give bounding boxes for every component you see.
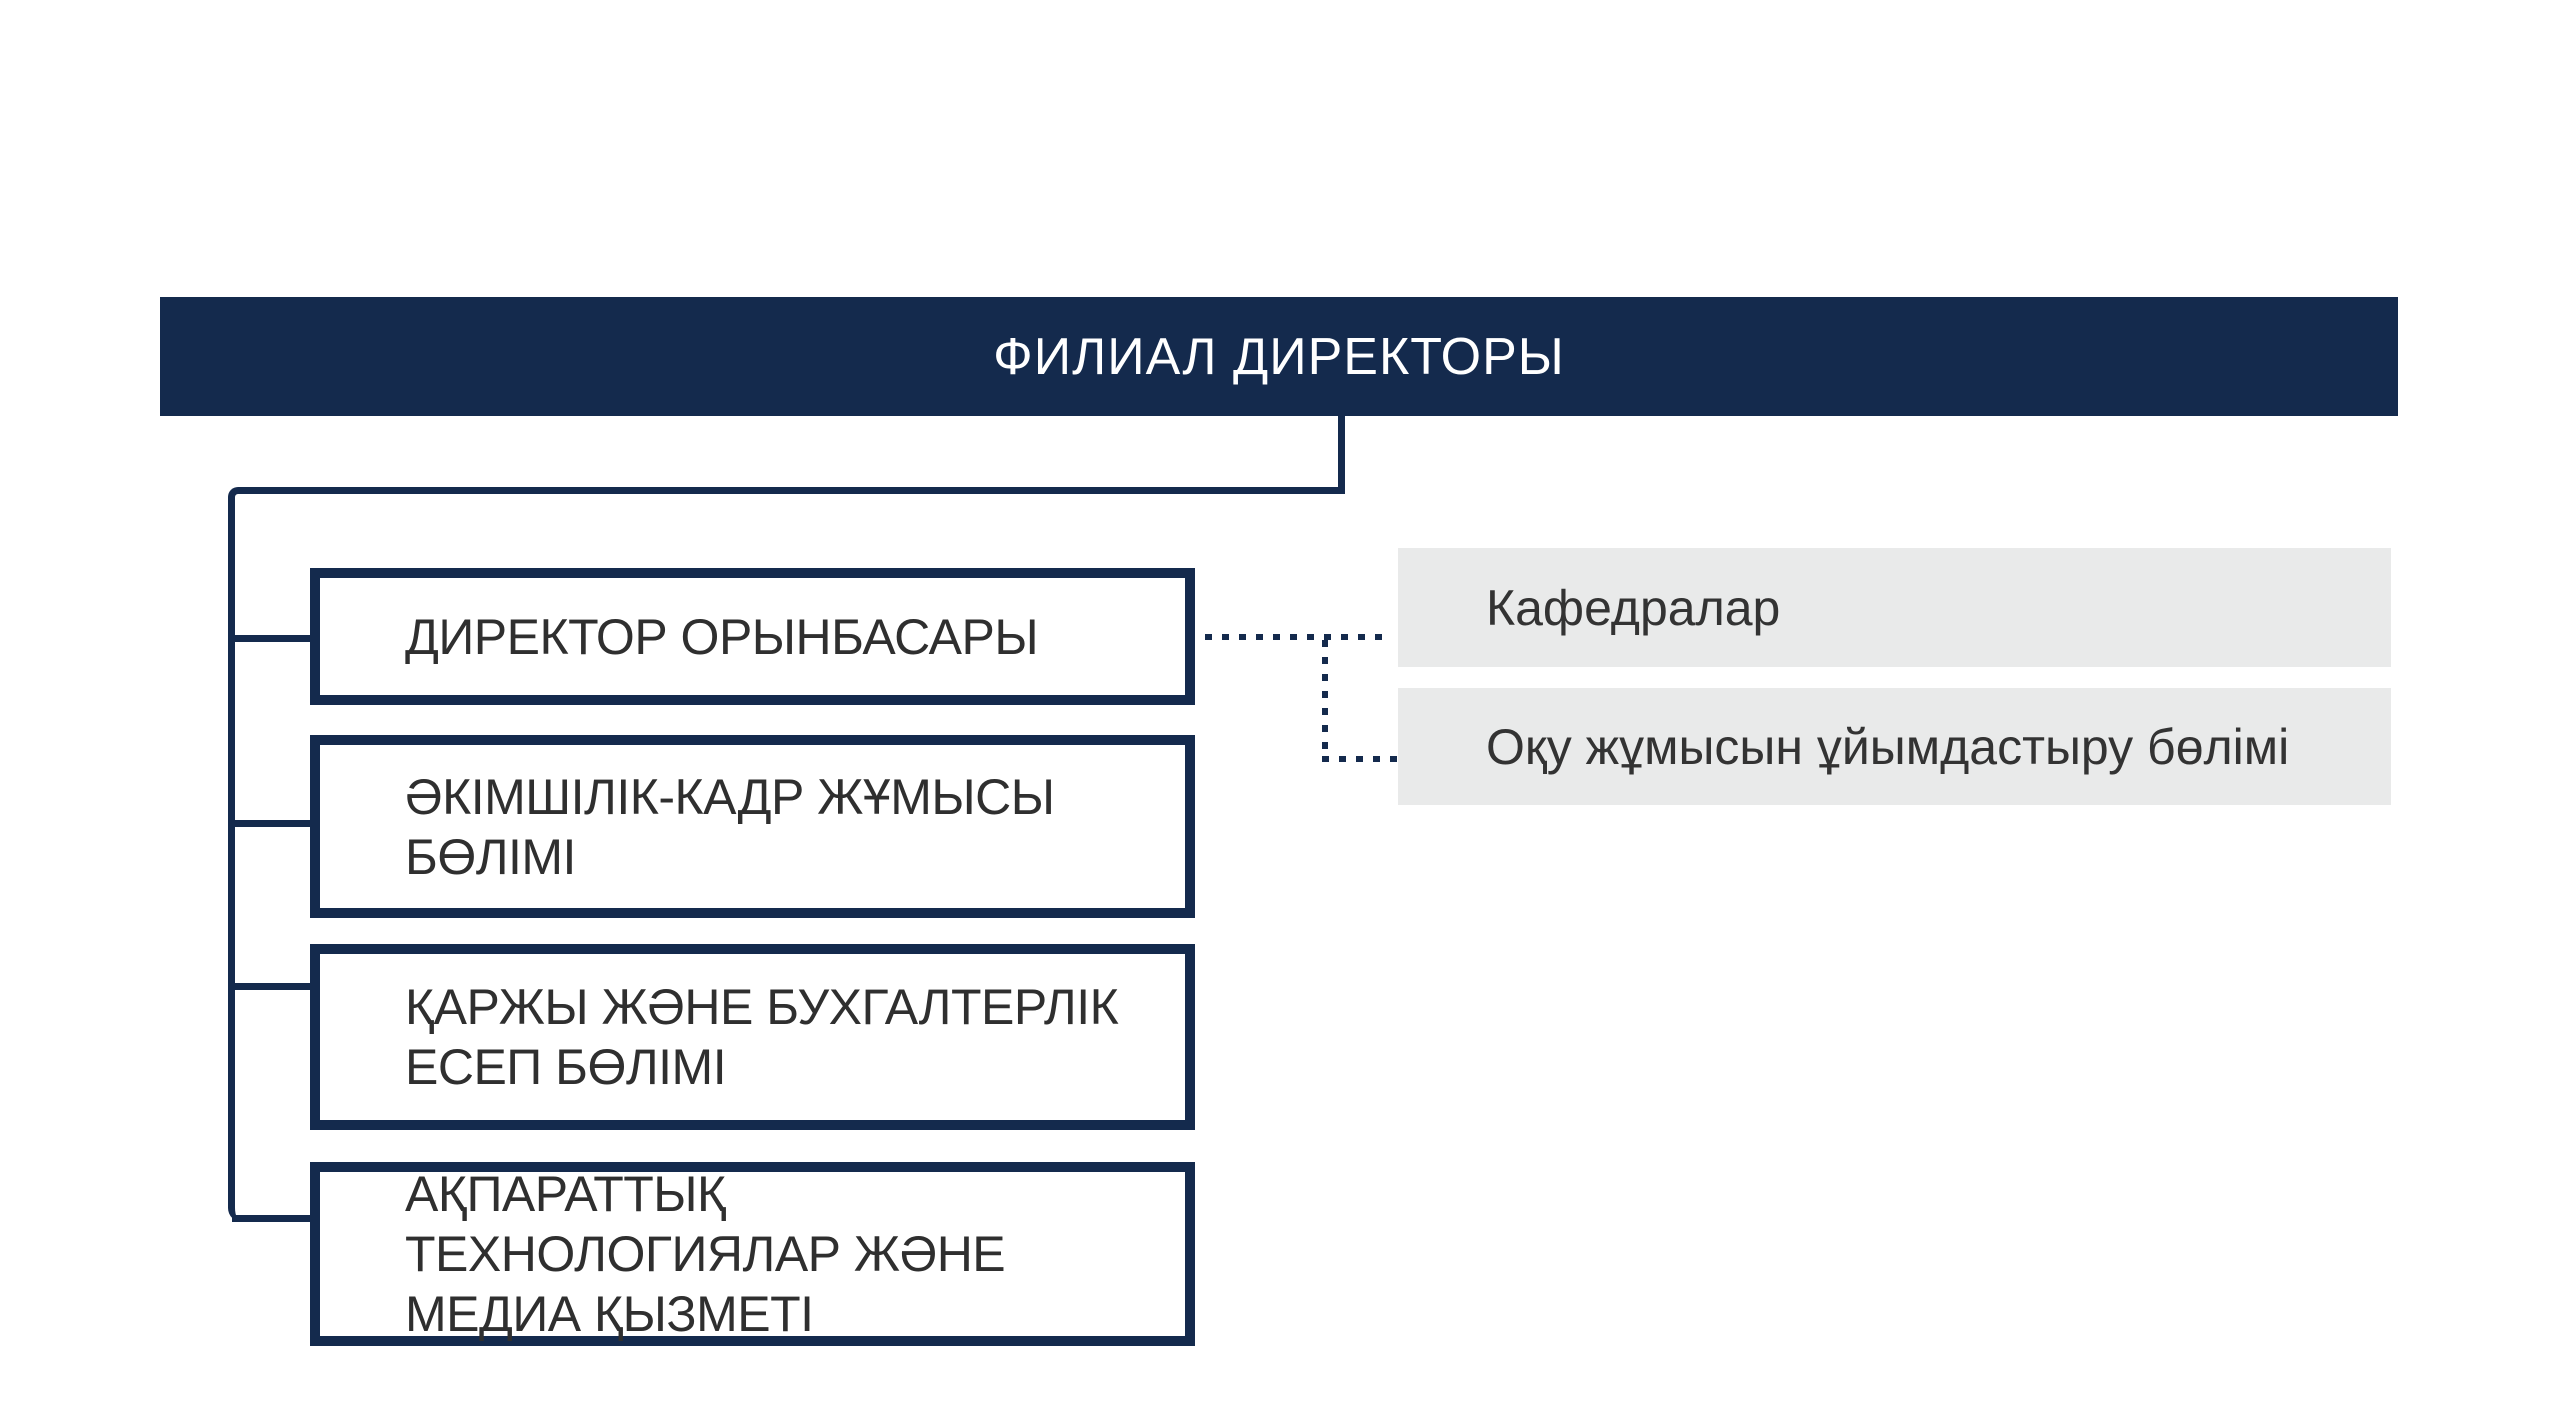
department-label: ҚАРЖЫ ЖӘНЕ БУХГАЛТЕРЛІК ЕСЕП БӨЛІМІ bbox=[405, 979, 1119, 1095]
sub-unit-node-kafedralar: Кафедралар bbox=[1398, 548, 2391, 667]
dotted-connector-horizontal-line bbox=[1322, 756, 1398, 762]
department-node-deputy-director: ДИРЕКТОР ОРЫНБАСАРЫ bbox=[310, 568, 1195, 705]
root-node-director: ФИЛИАЛ ДИРЕКТОРЫ bbox=[160, 297, 2398, 416]
department-node-it-media: АҚПАРАТТЫҚ ТЕХНОЛОГИЯЛАР ЖӘНЕ МЕДИА ҚЫЗМ… bbox=[310, 1162, 1195, 1346]
connector-stub-line bbox=[232, 1215, 310, 1222]
department-label: АҚПАРАТТЫҚ ТЕХНОЛОГИЯЛАР ЖӘНЕ МЕДИА ҚЫЗМ… bbox=[405, 1166, 1006, 1342]
sub-unit-label: Кафедралар bbox=[1486, 579, 1781, 636]
dotted-connector-horizontal-line bbox=[1205, 634, 1391, 640]
dotted-connector-vertical-line bbox=[1322, 640, 1328, 760]
department-label: ДИРЕКТОР ОРЫНБАСАРЫ bbox=[405, 608, 1039, 665]
department-node-admin-hr: ӘКІМШІЛІК-КАДР ЖҰМЫСЫ БӨЛІМІ bbox=[310, 735, 1195, 918]
root-node-label: ФИЛИАЛ ДИРЕКТОРЫ bbox=[993, 327, 1565, 386]
sub-unit-node-study-organization: Оқу жұмысын ұйымдастыру бөлімі bbox=[1398, 688, 2391, 805]
connector-root-drop-line bbox=[1338, 416, 1345, 494]
department-label: ӘКІМШІЛІК-КАДР ЖҰМЫСЫ БӨЛІМІ bbox=[405, 768, 1055, 885]
connector-spine-line bbox=[228, 487, 1345, 1222]
sub-unit-label: Оқу жұмысын ұйымдастыру бөлімі bbox=[1486, 718, 2290, 775]
connector-stub-line bbox=[232, 635, 310, 642]
connector-stub-line bbox=[232, 983, 310, 990]
connector-stub-line bbox=[232, 820, 310, 827]
department-node-finance-accounting: ҚАРЖЫ ЖӘНЕ БУХГАЛТЕРЛІК ЕСЕП БӨЛІМІ bbox=[310, 944, 1195, 1130]
